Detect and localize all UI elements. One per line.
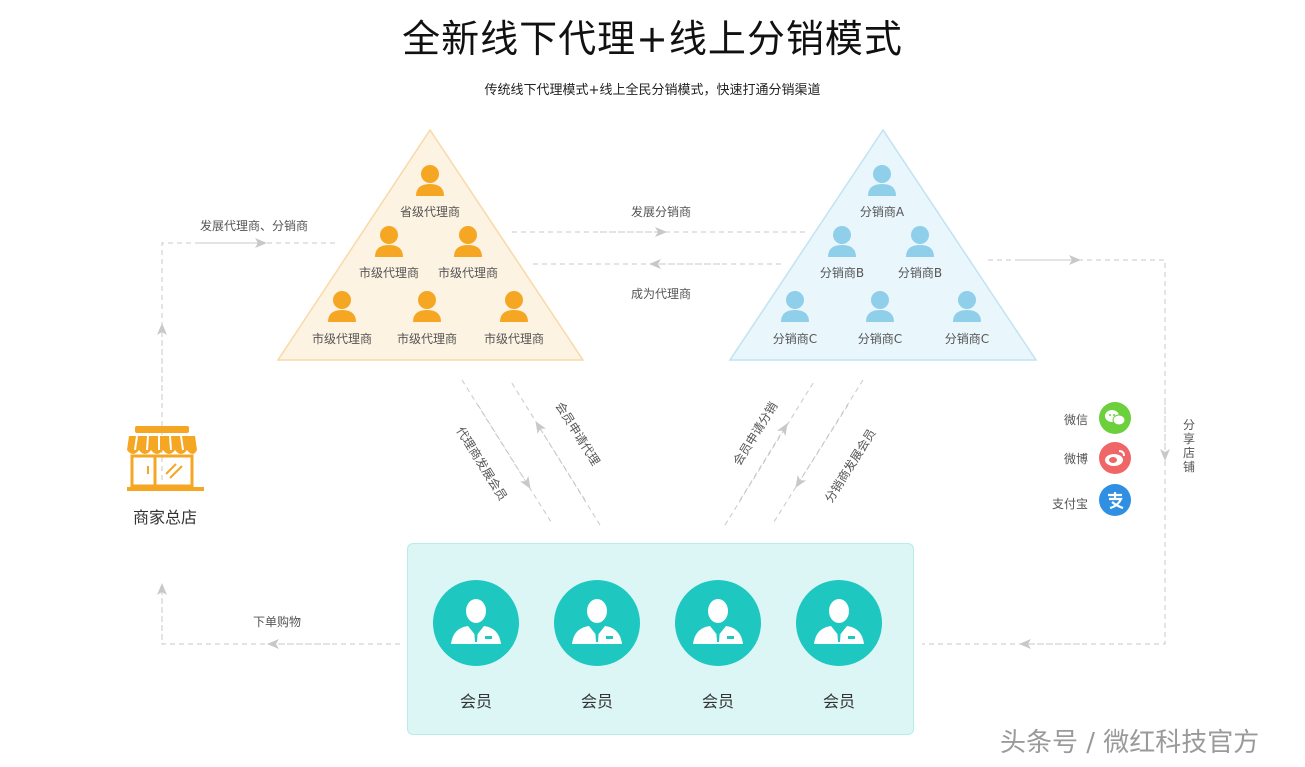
distributor-bottom-label: 分销商C (772, 332, 818, 346)
page-title: 全新线下代理+线上分销模式 (402, 17, 903, 61)
watermark: 头条号 / 微红科技官方 (1000, 728, 1260, 758)
distributor-develop-member-arrow (795, 404, 849, 488)
agent-middle-label: 市级代理商 (358, 266, 419, 280)
weibo-icon (1099, 442, 1131, 474)
distributor-person-icon (866, 291, 894, 322)
wechat-label: 微信 (1063, 413, 1088, 427)
become-agent-label: 成为代理商 (631, 287, 692, 301)
distributor-middle-label: 分销商B (819, 266, 865, 280)
member-card: 会员 (433, 580, 519, 712)
distributor-person-icon (953, 291, 981, 322)
member-label: 会员 (701, 692, 734, 711)
member-card: 会员 (796, 580, 882, 712)
member-label: 会员 (822, 692, 855, 711)
agent-person-icon (413, 291, 441, 322)
member-avatar-icon (554, 580, 640, 666)
place-order-label: 下单购物 (253, 615, 302, 629)
agent-bottom-label: 市级代理商 (311, 332, 372, 346)
share-store-label: 分享店铺 (1182, 418, 1195, 474)
member-apply-distribution-flow (724, 379, 816, 526)
agent-triangle (276, 128, 585, 361)
agent-develop-member-arrow (477, 404, 531, 489)
distributor-top-label: 分销商A (859, 205, 905, 219)
distributor-bottom-label: 分销商C (857, 332, 903, 346)
agent-bottom-label: 市级代理商 (396, 332, 457, 346)
distributor-person-icon (906, 226, 934, 257)
distributor-people (781, 165, 981, 322)
member-label: 会员 (459, 692, 492, 711)
member-card: 会员 (675, 580, 761, 712)
agent-bottom-label: 市级代理商 (483, 332, 544, 346)
distributor-bottom-label: 分销商C (944, 332, 990, 346)
member-label: 会员 (580, 692, 613, 711)
member-avatar-icon (433, 580, 519, 666)
member-avatar-icon (675, 580, 761, 666)
member-panel: 会员 会员 会员 会员 (407, 543, 914, 735)
store-label: 商家总店 (132, 508, 197, 527)
develop-distribution-label: 发展分销商 (631, 205, 692, 219)
agent-person-icon (500, 291, 528, 322)
member-card: 会员 (554, 580, 640, 712)
place-order-flow (161, 585, 400, 645)
agent-person-icon (416, 165, 444, 196)
agent-people (328, 165, 528, 322)
member-apply-agent-arrow (535, 421, 586, 501)
agent-top-label: 省级代理商 (399, 205, 460, 219)
alipay-icon (1099, 484, 1131, 516)
distributor-person-icon (868, 165, 896, 196)
distributor-person-icon (828, 226, 856, 257)
develop-agents-label: 发展代理商、分销商 (200, 219, 309, 233)
wechat-icon (1099, 402, 1131, 434)
member-avatar-icon (796, 580, 882, 666)
agent-person-icon (328, 291, 356, 322)
alipay-label: 支付宝 (1051, 497, 1088, 511)
distributor-middle-label: 分销商B (897, 266, 943, 280)
page-subtitle: 传统线下代理模式+线上全民分销模式，快速打通分销渠道 (484, 83, 821, 98)
member-apply-distribution-arrow (739, 423, 788, 501)
distributor-person-icon (781, 291, 809, 322)
agent-person-icon (375, 226, 403, 257)
agent-middle-label: 市级代理商 (437, 266, 498, 280)
weibo-label: 微博 (1063, 452, 1088, 466)
distributor-triangle (728, 128, 1038, 361)
storefront-icon (127, 426, 204, 491)
develop-agents-flow (161, 242, 335, 480)
agent-person-icon (454, 226, 482, 257)
